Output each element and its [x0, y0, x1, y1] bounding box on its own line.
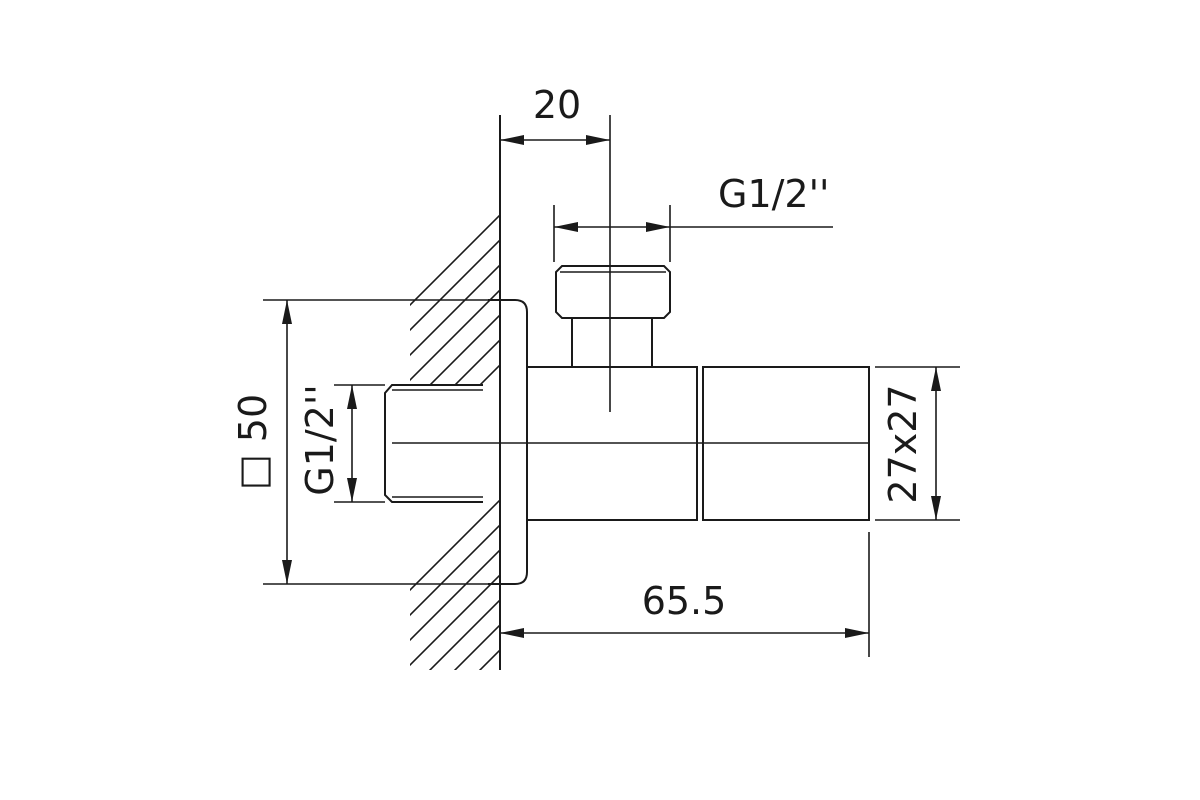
dimension-20-label: 20	[533, 83, 581, 127]
inlet-thread-pipe	[384, 384, 483, 503]
wall-hatching-bottom	[410, 500, 500, 670]
dimension-flange: □ 50	[231, 299, 500, 585]
flange-size-label: □ 50	[231, 394, 275, 490]
outlet-thread-label: G1/2''	[718, 172, 830, 216]
body-section-label: 27x27	[881, 384, 925, 503]
dimension-20: 20	[500, 83, 610, 145]
dimension-inlet-thread: G1/2''	[298, 384, 385, 503]
outlet-nut	[555, 265, 671, 319]
outlet-neck	[571, 318, 653, 367]
dimension-outlet-thread: G1/2''	[553, 172, 833, 262]
dimension-27x27: 27x27	[875, 366, 960, 521]
dimension-65-5: 65.5	[500, 532, 870, 657]
wall-hatching-top	[410, 215, 500, 385]
total-length-label: 65.5	[642, 579, 727, 623]
inlet-thread-label: G1/2''	[298, 384, 342, 496]
flange-rosette	[488, 299, 528, 585]
